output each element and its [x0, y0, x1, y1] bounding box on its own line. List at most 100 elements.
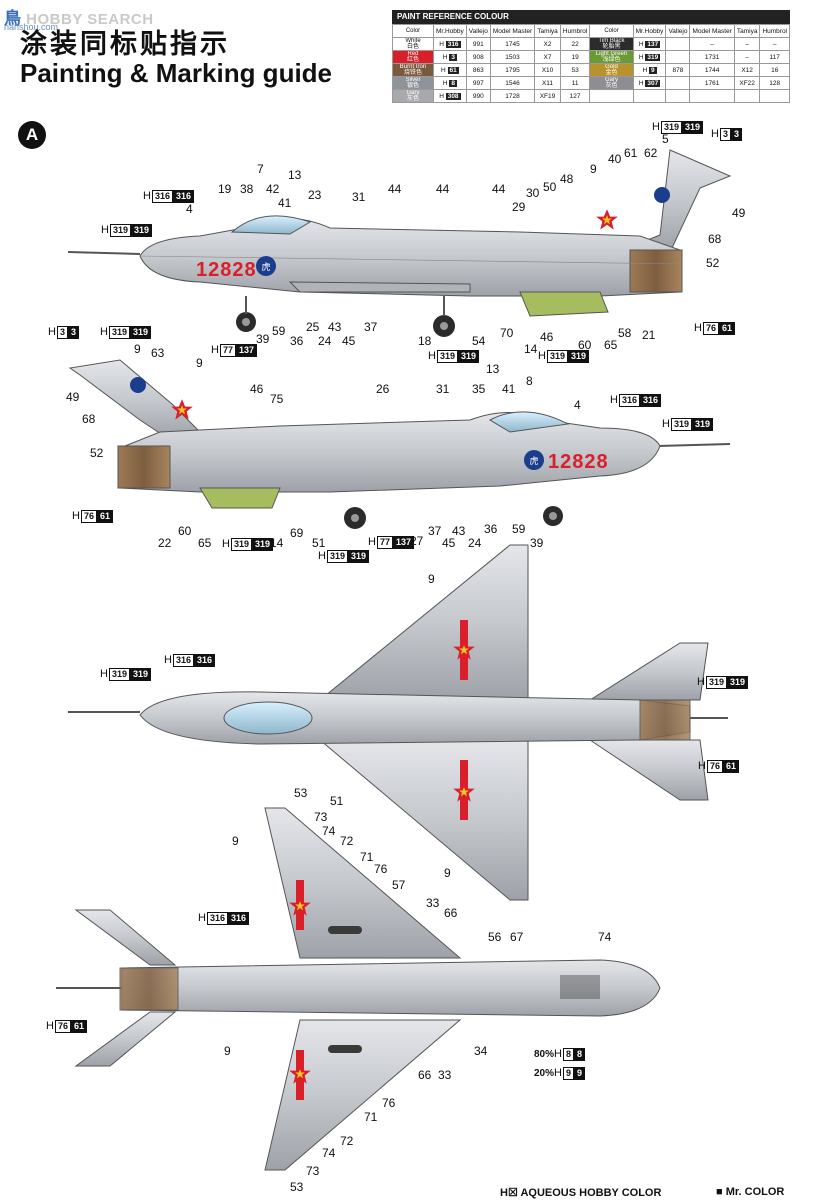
- svg-text:虎: 虎: [261, 261, 270, 272]
- callout-66: 66: [444, 906, 458, 920]
- callout-9: 9: [196, 356, 203, 370]
- callout-7: 7: [257, 162, 264, 176]
- callout-41: 41: [502, 382, 516, 396]
- callout-71: 71: [360, 850, 374, 864]
- paint-table-title: PAINT REFERENCE COLOUR: [392, 10, 790, 24]
- callout-65: 65: [604, 338, 618, 352]
- callout-52: 52: [90, 446, 104, 460]
- callout-62: 62: [644, 146, 658, 160]
- callout-9: 9: [232, 834, 239, 848]
- callout-51: 51: [330, 794, 344, 808]
- serial-number-left: 12828: [196, 259, 257, 281]
- callout-5: 5: [662, 132, 669, 146]
- callout-57: 57: [392, 878, 406, 892]
- plan-view-bottom: [56, 807, 661, 1171]
- callout-51: 51: [312, 536, 326, 550]
- callout-60: 60: [578, 338, 592, 352]
- callout-33: 33: [438, 1068, 452, 1082]
- callout-24: 24: [318, 334, 332, 348]
- callout-38: 38: [240, 182, 254, 196]
- callout-66: 66: [418, 1068, 432, 1082]
- callout-68: 68: [82, 412, 96, 426]
- callout-9: 9: [134, 342, 141, 356]
- callout-71: 71: [364, 1110, 378, 1124]
- section-badge: A: [18, 121, 46, 149]
- callout-26: 26: [376, 382, 390, 396]
- callout-58: 58: [618, 326, 632, 340]
- callout-75: 75: [270, 392, 284, 406]
- callout-50: 50: [543, 180, 557, 194]
- callout-49: 49: [732, 206, 746, 220]
- callout-35: 35: [472, 382, 486, 396]
- callout-70: 70: [500, 326, 514, 340]
- paint-col-header: Color: [392, 24, 434, 38]
- callout-13: 13: [486, 362, 500, 376]
- callout-59: 59: [272, 324, 286, 338]
- callout-44: 44: [492, 182, 506, 196]
- callout-72: 72: [340, 1134, 354, 1148]
- callout-25: 25: [306, 320, 320, 334]
- callout-37: 37: [364, 320, 378, 334]
- callout-18: 18: [418, 334, 432, 348]
- callout-46: 46: [250, 382, 264, 396]
- callout-24: 24: [468, 536, 482, 550]
- callout-67: 67: [510, 930, 524, 944]
- callout-72: 72: [340, 834, 354, 848]
- callout-59: 59: [512, 522, 526, 536]
- callout-46: 46: [540, 330, 554, 344]
- callout-45: 45: [342, 334, 356, 348]
- legend-mrcolor: ■ Mr. COLOR: [716, 1186, 785, 1198]
- callout-74: 74: [598, 930, 612, 944]
- callout-56: 56: [488, 930, 502, 944]
- callout-9: 9: [224, 1044, 231, 1058]
- callout-44: 44: [436, 182, 450, 196]
- callout-21: 21: [642, 328, 656, 342]
- callout-61: 61: [624, 146, 638, 160]
- callout-45: 45: [442, 536, 456, 550]
- callout-68: 68: [708, 232, 722, 246]
- callout-52: 52: [706, 256, 720, 270]
- callout-41: 41: [278, 196, 292, 210]
- paint-hobby-code: H 319: [632, 50, 667, 64]
- paint-hobby-code: H 316: [432, 37, 467, 51]
- callout-8: 8: [526, 374, 533, 388]
- callout-48: 48: [560, 172, 574, 186]
- svg-text:虎: 虎: [529, 455, 538, 466]
- callout-60: 60: [178, 524, 192, 538]
- paint-hobby-code: H 137: [632, 37, 667, 51]
- callout-63: 63: [151, 346, 165, 360]
- callout-69: 69: [290, 526, 304, 540]
- side-view-right: 12828 虎: [68, 359, 731, 529]
- callout-30: 30: [526, 186, 540, 200]
- callout-36: 36: [290, 334, 304, 348]
- callout-34: 34: [474, 1044, 488, 1058]
- callout-73: 73: [314, 810, 328, 824]
